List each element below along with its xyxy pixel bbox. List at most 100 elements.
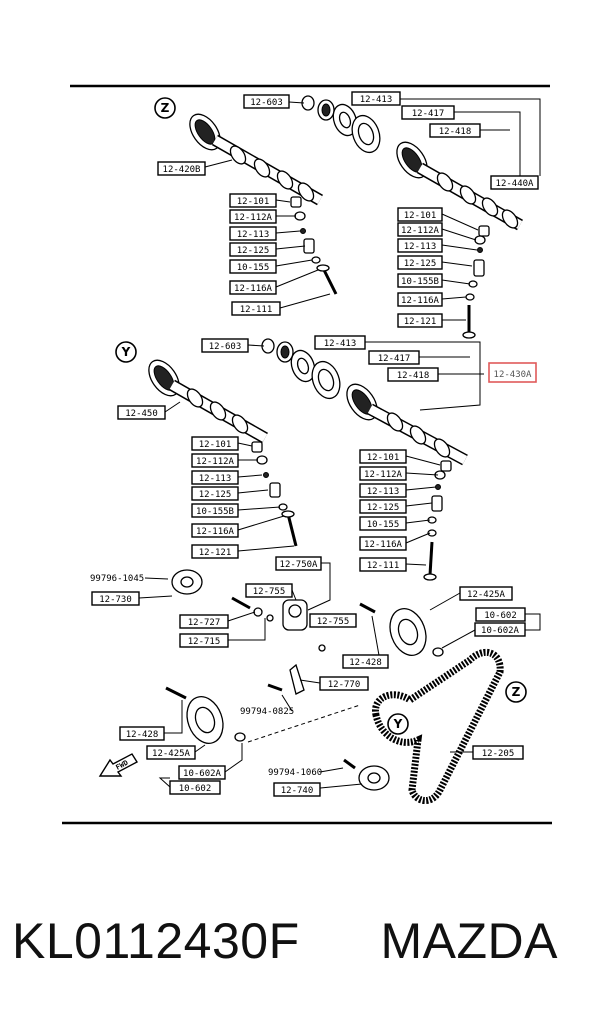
callout-label: 10-155 xyxy=(229,259,277,274)
svg-text:12-413: 12-413 xyxy=(324,339,357,349)
svg-text:Z: Z xyxy=(512,685,521,699)
callout-label: 12-417 xyxy=(368,350,420,365)
callout-label: 10-602 xyxy=(169,780,221,795)
cam-pulley-left xyxy=(165,686,246,744)
tensioner-assembly xyxy=(231,596,376,652)
valve-stack-3 xyxy=(251,441,298,547)
callout-label: 12-116A xyxy=(397,292,443,307)
callout-label: 12-715 xyxy=(179,633,229,648)
svg-text:Z: Z xyxy=(161,101,170,115)
callout-label: 12-111 xyxy=(231,301,281,316)
svg-text:12-603: 12-603 xyxy=(209,342,242,352)
svg-text:12-112A: 12-112A xyxy=(364,470,403,480)
svg-text:12-125: 12-125 xyxy=(237,246,270,256)
svg-text:10-602: 10-602 xyxy=(179,784,212,794)
svg-text:12-112A: 12-112A xyxy=(401,226,440,236)
svg-text:Y: Y xyxy=(393,717,403,731)
svg-text:10-155B: 10-155B xyxy=(196,507,234,517)
marker-y-belt: Y xyxy=(387,713,409,735)
callout-label: 12-113 xyxy=(397,238,443,253)
svg-text:12-111: 12-111 xyxy=(240,305,273,315)
svg-text:10-602: 10-602 xyxy=(484,611,517,621)
svg-text:12-112A: 12-112A xyxy=(196,457,235,467)
tensioner-bracket xyxy=(267,663,305,695)
camshaft-middle-right xyxy=(346,383,468,466)
svg-text:12-418: 12-418 xyxy=(439,127,472,137)
svg-text:12-715: 12-715 xyxy=(188,637,221,647)
bolt-number-label: 99794-1060 xyxy=(268,768,322,778)
callout-label: 12-125 xyxy=(229,242,277,257)
callout-label: 10-602 xyxy=(475,607,526,622)
product-caption: KL0112430F MAZDA xyxy=(12,906,592,976)
idler-pulley xyxy=(171,569,203,595)
callout-label: 12-116A xyxy=(359,536,407,551)
callout-label: 12-730 xyxy=(91,591,140,606)
camshaft-upper-left xyxy=(189,113,323,206)
svg-text:12-750A: 12-750A xyxy=(280,560,319,570)
callout-label: 12-428 xyxy=(119,726,165,741)
svg-text:12-125: 12-125 xyxy=(199,490,232,500)
dashed-guide-line xyxy=(247,704,361,743)
svg-text:12-125: 12-125 xyxy=(367,503,400,513)
camshaft-middle-left xyxy=(148,359,268,444)
callout-label: 12-101 xyxy=(191,436,239,451)
timing-parts-diagram: Z Y Z Y xyxy=(62,84,552,825)
callout-label: 12-112A xyxy=(191,453,239,468)
callout-label: 12-755 xyxy=(309,613,357,628)
svg-text:12-428: 12-428 xyxy=(126,730,159,740)
callout-label: 12-113 xyxy=(229,226,277,241)
callout-label: 12-428 xyxy=(342,654,389,669)
callout-label: 12-125 xyxy=(191,486,239,501)
callout-label: 12-740 xyxy=(273,782,321,797)
svg-text:Y: Y xyxy=(121,345,131,359)
callout-label: 12-418 xyxy=(387,367,439,382)
svg-text:12-425A: 12-425A xyxy=(467,590,506,600)
marker-y-mid: Y xyxy=(115,341,137,363)
svg-text:12-125: 12-125 xyxy=(404,259,437,269)
callout-label: 12-113 xyxy=(359,483,407,498)
svg-text:12-113: 12-113 xyxy=(404,242,437,252)
svg-text:12-440A: 12-440A xyxy=(496,179,535,189)
callout-label: 12-125 xyxy=(397,255,443,270)
svg-text:12-740: 12-740 xyxy=(281,786,314,796)
svg-text:12-425A: 12-425A xyxy=(152,749,191,759)
svg-text:12-417: 12-417 xyxy=(412,109,445,119)
svg-text:12-603: 12-603 xyxy=(250,98,283,108)
valve-stack-2 xyxy=(462,225,490,339)
callout-label: 12-603 xyxy=(201,338,249,353)
callout-label: 12-121 xyxy=(397,313,443,328)
callout-label: 12-727 xyxy=(179,614,229,629)
callout-label: 12-116A xyxy=(191,523,239,538)
svg-text:12-101: 12-101 xyxy=(237,197,270,207)
marker-z-top: Z xyxy=(154,97,176,119)
callout-label: 12-111 xyxy=(359,557,407,572)
svg-text:12-113: 12-113 xyxy=(237,230,270,240)
callout-label: 12-425A xyxy=(146,745,196,760)
svg-text:12-418: 12-418 xyxy=(397,371,430,381)
callout-label: 10-155 xyxy=(359,516,407,531)
svg-text:12-420B: 12-420B xyxy=(163,165,201,175)
svg-text:10-602A: 10-602A xyxy=(183,769,222,779)
callout-label: 12-113 xyxy=(191,470,239,485)
svg-text:12-116A: 12-116A xyxy=(196,527,235,537)
svg-text:12-113: 12-113 xyxy=(367,487,400,497)
callout-label: 12-420B xyxy=(157,161,206,176)
callout-label: 12-750A xyxy=(275,556,322,571)
callout-label: 10-602A xyxy=(178,765,226,780)
callout-label: 12-425A xyxy=(459,586,513,601)
callout-label: 10-602A xyxy=(474,622,526,637)
bolt-number-label: 99796-1045 xyxy=(90,574,144,584)
svg-text:12-413: 12-413 xyxy=(360,95,393,105)
callout-label: 12-603 xyxy=(243,94,290,109)
svg-text:12-450: 12-450 xyxy=(125,409,158,419)
svg-text:12-111: 12-111 xyxy=(367,561,400,571)
svg-text:12-417: 12-417 xyxy=(378,354,411,364)
svg-text:12-113: 12-113 xyxy=(199,474,232,484)
svg-text:12-430A: 12-430A xyxy=(494,370,533,380)
svg-text:12-101: 12-101 xyxy=(199,440,232,450)
callout-label: 10-155B xyxy=(397,273,443,288)
callout-label: 10-155B xyxy=(191,503,239,518)
svg-text:12-770: 12-770 xyxy=(328,680,361,690)
callout-label: 12-121 xyxy=(191,544,239,559)
callout-label: 12-413 xyxy=(314,335,366,350)
